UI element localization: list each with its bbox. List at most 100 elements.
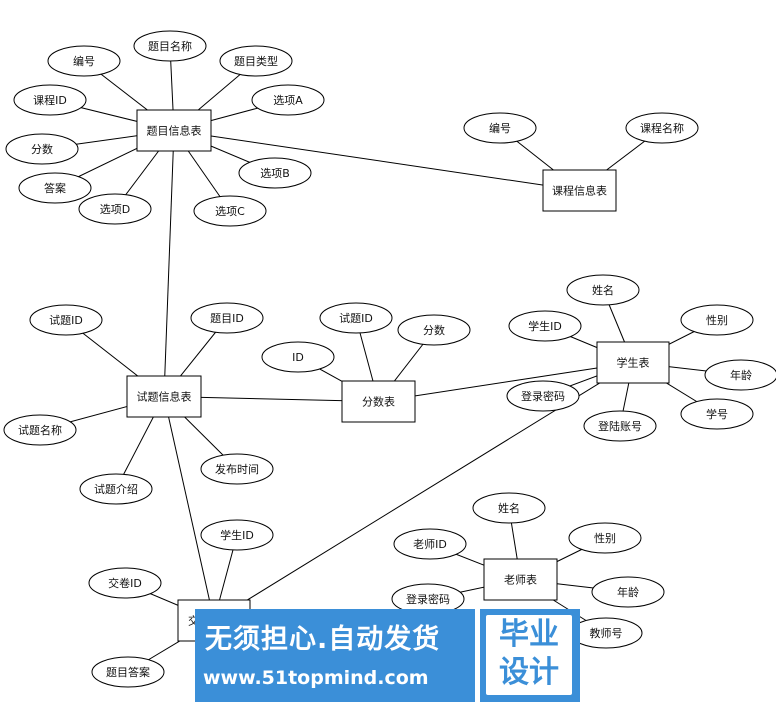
attribute-f_fenshu: 分数 xyxy=(397,314,471,346)
attribute-ellipse xyxy=(393,528,467,560)
relationship-line-timu-kecheng xyxy=(173,130,580,191)
relationship-line-shiti-jiaojuan xyxy=(163,396,215,621)
entity-box xyxy=(341,380,416,423)
attribute-s_fabu: 发布时间 xyxy=(200,453,274,485)
attribute-x_nianling: 年龄 xyxy=(704,359,776,391)
attribute-ellipse xyxy=(680,398,754,430)
attribute-ellipse xyxy=(591,576,665,608)
entity-box xyxy=(596,341,670,384)
attribute-x_xingbie: 性别 xyxy=(680,304,754,336)
entity-box xyxy=(483,558,558,601)
attribute-label: 发布时间 xyxy=(215,462,259,476)
attribute-t_daan: 答案 xyxy=(18,172,92,204)
attribute-ellipse xyxy=(397,314,471,346)
attribute-label: 题目ID xyxy=(210,312,244,325)
attribute-j_daan: 题目答案 xyxy=(91,656,165,688)
entity-timu: 题目信息表 xyxy=(136,109,212,152)
entity-label: 学生表 xyxy=(617,356,650,370)
entity-label: 交 xyxy=(188,614,199,628)
watermark-slogan: 无须担心.自动发货 xyxy=(205,624,441,655)
entity-laoshi: 老师表 xyxy=(483,558,558,601)
watermark-badge-line1: 毕业 xyxy=(499,617,559,652)
attribute-j_xueshengid: 学生ID xyxy=(200,519,274,551)
attribute-ellipse xyxy=(261,341,335,373)
relationship-line-fenshu-xuesheng xyxy=(378,362,634,402)
entity-label: 课程信息表 xyxy=(552,184,607,198)
attribute-label: 学生ID xyxy=(528,319,562,333)
attribute-l_mima: 登录密码 xyxy=(391,583,465,615)
attribute-t_leixing: 题目类型 xyxy=(219,45,293,77)
attribute-t_mingcheng: 题目名称 xyxy=(133,30,207,62)
attribute-label: 课程ID xyxy=(33,94,67,107)
attribute-ellipse xyxy=(238,157,312,189)
attribute-l_xingbie: 性别 xyxy=(568,522,642,554)
attribute-label: 性别 xyxy=(706,313,728,327)
attribute-f_shitiid: 试题ID xyxy=(319,302,393,334)
attribute-ellipse xyxy=(200,453,274,485)
attribute-x_xueshengid: 学生ID xyxy=(508,310,582,342)
entity-box xyxy=(136,109,212,152)
attribute-s_shitiid: 试题ID xyxy=(29,304,103,336)
entity-label: 分数表 xyxy=(362,395,395,409)
entity-fenshu: 分数表 xyxy=(341,380,416,423)
attribute-label: 题目名称 xyxy=(148,39,192,53)
attribute-ellipse xyxy=(29,304,103,336)
entity-shiti: 试题信息表 xyxy=(126,375,202,418)
attribute-ellipse xyxy=(133,30,207,62)
attribute-f_id: ID xyxy=(261,341,335,373)
attribute-label: 年龄 xyxy=(617,585,639,599)
attribute-x_mima: 登录密码 xyxy=(506,380,580,412)
attribute-ellipse xyxy=(566,274,640,306)
attribute-ellipse xyxy=(3,414,77,446)
attribute-ellipse xyxy=(463,112,537,144)
attribute-ellipse xyxy=(508,310,582,342)
attribute-t_xuanxiangC: 选项C xyxy=(193,195,267,227)
attribute-label: 登录密码 xyxy=(521,389,565,403)
attribute-label: 试题ID xyxy=(49,314,83,327)
attribute-label: 姓名 xyxy=(498,501,520,515)
attribute-ellipse xyxy=(79,473,153,505)
attribute-label: 试题介绍 xyxy=(94,482,138,496)
attribute-t_xuanxiangB: 选项B xyxy=(238,157,312,189)
entity-xuesheng: 学生表 xyxy=(596,341,670,384)
attribute-ellipse xyxy=(680,304,754,336)
attribute-label: 学生ID xyxy=(220,528,254,542)
attribute-l_laoshiid: 老师ID xyxy=(393,528,467,560)
attribute-l_nianling: 年龄 xyxy=(591,576,665,608)
attribute-x_zhanghao: 登陆账号 xyxy=(583,410,657,442)
attribute-ellipse xyxy=(78,193,152,225)
attribute-t_xuanxiangA: 选项A xyxy=(251,84,325,116)
attribute-label: 选项D xyxy=(100,203,130,216)
attribute-label: 分数 xyxy=(423,324,445,337)
attribute-label: 登录密码 xyxy=(406,592,450,606)
attribute-s_jieshao: 试题介绍 xyxy=(79,473,153,505)
attribute-ellipse xyxy=(704,359,776,391)
entity-label: 老师表 xyxy=(504,573,537,587)
attribute-ellipse xyxy=(200,519,274,551)
attribute-ellipse xyxy=(568,522,642,554)
attribute-label: 性别 xyxy=(594,531,616,545)
entity-label: 题目信息表 xyxy=(147,124,202,138)
entity-box xyxy=(542,169,617,212)
attribute-l_xingming: 姓名 xyxy=(472,492,546,524)
attribute-label: 编号 xyxy=(73,54,95,68)
attribute-label: 分数 xyxy=(31,143,53,156)
attribute-label: 试题ID xyxy=(339,312,373,325)
attribute-ellipse xyxy=(18,172,92,204)
attribute-ellipse xyxy=(13,84,87,116)
attribute-label: 年龄 xyxy=(730,368,752,382)
watermark-banner: 无须担心.自动发货 www.51topmind.com 毕业 设计 xyxy=(195,609,580,702)
attribute-label: 题目类型 xyxy=(234,54,278,68)
attribute-x_xingming: 姓名 xyxy=(566,274,640,306)
attribute-t_bianhao: 编号 xyxy=(47,45,121,77)
attribute-ellipse xyxy=(47,45,121,77)
attribute-ellipse xyxy=(219,45,293,77)
attribute-label: 题目答案 xyxy=(106,665,150,679)
attribute-label: 课程名称 xyxy=(640,121,684,135)
attribute-ellipse xyxy=(193,195,267,227)
attribute-l_jiaoshihao: 教师号 xyxy=(569,617,643,649)
attribute-ellipse xyxy=(625,112,699,144)
watermark-badge: 毕业 设计 xyxy=(486,615,572,695)
